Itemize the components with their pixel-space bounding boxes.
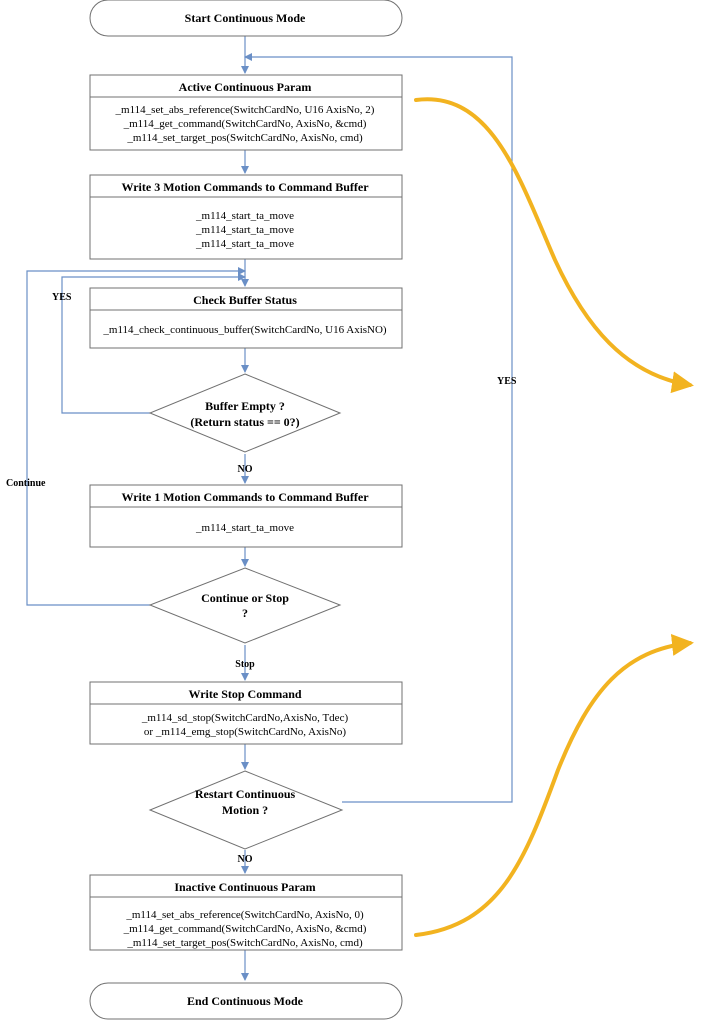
box-active-title: Active Continuous Param	[179, 80, 312, 94]
box-stop-line-1: _m114_sd_stop(SwitchCardNo,AxisNo, Tdec)	[141, 712, 349, 724]
loop-continue	[26, 267, 246, 606]
box-check-buffer: Check Buffer Status _m114_check_continuo…	[89, 287, 403, 349]
box-inactive-line-3: _m114_set_target_pos(SwitchCardNo, AxisN…	[126, 937, 363, 949]
label-stop: Stop	[235, 659, 255, 670]
box-check-title: Check Buffer Status	[193, 293, 297, 307]
decision-buffer-empty: Buffer Empty ? (Return status == 0?)	[148, 373, 342, 453]
decision-restart-line-2: Motion ?	[222, 803, 268, 817]
box-write1-title: Write 1 Motion Commands to Command Buffe…	[121, 490, 369, 504]
decision-restart-line-1: Restart Continuous	[195, 787, 296, 801]
decision-buffer-line-2: (Return status == 0?)	[190, 415, 299, 429]
box-stop-title: Write Stop Command	[188, 687, 301, 701]
decision-continue-or-stop: Continue or Stop ?	[148, 567, 342, 644]
box-active-line-2: _m114_get_command(SwitchCardNo, AxisNo, …	[123, 118, 367, 130]
box-write3-title: Write 3 Motion Commands to Command Buffe…	[121, 180, 369, 194]
loop-yes-restart	[244, 53, 513, 803]
box-write3-line-3: _m114_start_ta_move	[195, 238, 294, 250]
box-write3-line-1: _m114_start_ta_move	[195, 210, 294, 222]
box-inactive-line-2: _m114_get_command(SwitchCardNo, AxisNo, …	[123, 923, 367, 935]
box-inactive-title: Inactive Continuous Param	[174, 880, 315, 894]
box-check-line-1: _m114_check_continuous_buffer(SwitchCard…	[102, 324, 387, 336]
box-write3-line-2: _m114_start_ta_move	[195, 224, 294, 236]
decision-continue-line-1: Continue or Stop	[201, 591, 289, 605]
box-active-params: Active Continuous Param _m114_set_abs_re…	[89, 74, 403, 151]
box-write-3-commands: Write 3 Motion Commands to Command Buffe…	[89, 174, 403, 260]
terminal-end-label: End Continuous Mode	[187, 994, 304, 1008]
box-write1-line-1: _m114_start_ta_move	[195, 522, 294, 534]
orange-arrow-upper	[414, 97, 694, 394]
box-inactive-params: Inactive Continuous Param _m114_set_abs_…	[89, 874, 403, 951]
terminal-end: End Continuous Mode	[89, 982, 403, 1020]
decision-buffer-line-1: Buffer Empty ?	[205, 399, 285, 413]
label-no-restart: NO	[238, 854, 253, 865]
label-yes-restart: YES	[497, 376, 517, 387]
box-write-1-command: Write 1 Motion Commands to Command Buffe…	[89, 484, 403, 548]
terminal-start-label: Start Continuous Mode	[185, 11, 306, 25]
box-active-line-1: _m114_set_abs_reference(SwitchCardNo, U1…	[115, 104, 375, 116]
loop-yes-buffer-empty	[61, 273, 246, 414]
terminal-start: Start Continuous Mode	[89, 0, 403, 37]
box-write-stop: Write Stop Command _m114_sd_stop(SwitchC…	[89, 681, 403, 745]
label-no-buffer: NO	[238, 464, 253, 475]
decision-continue-line-2: ?	[242, 606, 248, 620]
box-active-line-3: _m114_set_target_pos(SwitchCardNo, AxisN…	[126, 132, 363, 144]
box-inactive-line-1: _m114_set_abs_reference(SwitchCardNo, Ax…	[125, 909, 364, 921]
decision-restart-motion: Restart Continuous Motion ?	[148, 770, 344, 850]
box-stop-line-2: or _m114_emg_stop(SwitchCardNo, AxisNo)	[144, 726, 346, 738]
orange-arrow-lower	[414, 634, 694, 937]
label-yes-buffer: YES	[52, 292, 72, 303]
label-continue: Continue	[6, 478, 46, 489]
connectors	[26, 36, 513, 981]
